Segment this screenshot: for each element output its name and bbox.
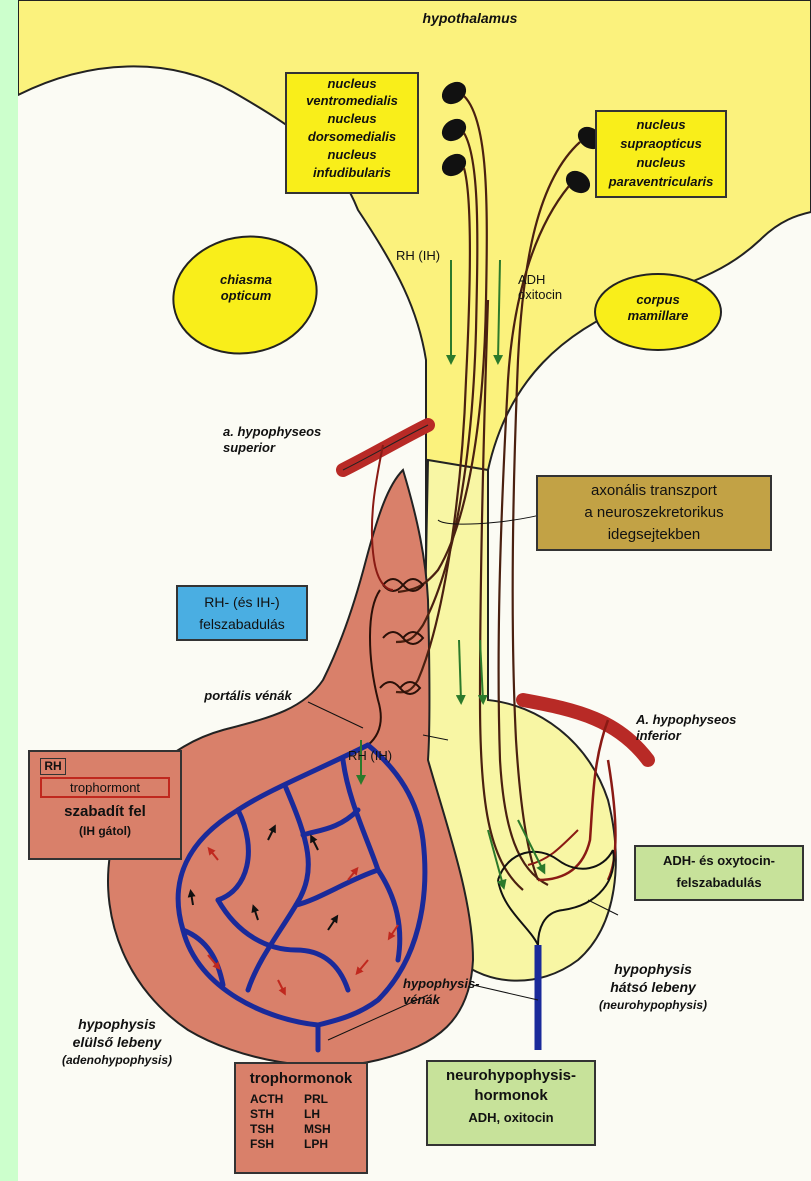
adh-release-box: ADH- és oxytocin- felszabadulás: [634, 845, 804, 901]
nucleus-label-1: nucleus: [287, 76, 417, 92]
axonal-line1: axonális transzport: [538, 480, 770, 502]
post-lobe-line2: hátsó lebeny: [610, 979, 696, 995]
axonal-line2: a neuroszekretorikus: [538, 502, 770, 524]
post-lobe-line3: (neurohypophysis): [599, 998, 707, 1012]
hormone-lh: LH: [304, 1107, 352, 1122]
axonal-line3: idegsejtekben: [538, 524, 770, 546]
ant-lobe-line1: hypophysis: [78, 1016, 156, 1032]
posterior-lobe-label: hypophysis hátsó lebeny (neurohypophysis…: [578, 960, 728, 1013]
nucleus-paraventricularis: paraventricularis: [597, 172, 725, 191]
adh-release-line2: felszabadulás: [636, 872, 802, 894]
a-inf-line1: A. hypophyseos: [636, 712, 736, 727]
rh-effect-line1: szabadít fel: [30, 802, 180, 822]
nucleus-label-5: nucleus: [597, 153, 725, 172]
hormone-lph: LPH: [304, 1137, 352, 1152]
axonal-transport-box: axonális transzport a neuroszekretorikus…: [536, 475, 772, 551]
neuro-line2: hormonok: [428, 1086, 594, 1106]
adh-line1: ADH: [518, 272, 545, 287]
nucleus-dorsomedialis: dorsomedialis: [287, 128, 417, 146]
nuclei-right-box: nucleus supraopticus nucleus paraventric…: [595, 110, 727, 198]
trophormonok-title: trophormonok: [236, 1068, 366, 1090]
rh-effect-rh: RH: [40, 758, 66, 775]
chiasma-opticum-label: chiasma opticum: [198, 272, 294, 304]
portal-veins-label: portális vénák: [183, 688, 313, 704]
rh-effect-line2: (IH gátol): [30, 822, 180, 840]
rh-release-box: RH- (és IH-) felszabadulás: [176, 585, 308, 641]
rh-release-line1: RH- (és IH-): [178, 591, 306, 613]
a-sup-line1: a. hypophyseos: [223, 424, 321, 439]
neuro-line1: neurohypophysis-: [428, 1066, 594, 1086]
corpus-mamillare-label: corpus mamillare: [608, 292, 708, 324]
adh-line2: oxitocin: [518, 287, 562, 302]
trophormonok-list: ACTH PRL STH LH TSH MSH FSH LPH: [236, 1092, 366, 1152]
corpus-line2: mamillare: [628, 308, 689, 323]
anterior-lobe-label: hypophysis elülső lebeny (adenohypophysi…: [32, 1015, 202, 1068]
nuclei-left-box: nucleus ventromedialis nucleus dorsomedi…: [285, 72, 419, 194]
superior-artery-label: a. hypophyseos superior: [223, 424, 321, 456]
hypothalamus-title: hypothalamus: [400, 10, 540, 26]
hormone-acth: ACTH: [250, 1092, 298, 1107]
nucleus-label-2: nucleus: [287, 110, 417, 128]
chiasma-line1: chiasma: [220, 272, 272, 287]
rh-ih-top-label: RH (IH): [396, 248, 440, 263]
rh-ih-lower-label: RH (IH): [348, 748, 392, 763]
ant-lobe-line3: (adenohypophysis): [62, 1053, 172, 1067]
a-inf-line2: inferior: [636, 728, 681, 743]
inferior-artery-label: A. hypophyseos inferior: [636, 712, 736, 744]
venak-line1: hypophysis-: [403, 976, 480, 991]
diagram-canvas: hypothalamus nucleus ventromedialis nucl…: [18, 0, 811, 1181]
neurohormones-box: neurohypophysis- hormonok ADH, oxitocin: [426, 1060, 596, 1146]
nucleus-ventromedialis: ventromedialis: [287, 92, 417, 110]
ant-lobe-line2: elülső lebeny: [73, 1034, 162, 1050]
corpus-line1: corpus: [636, 292, 679, 307]
post-lobe-line1: hypophysis: [614, 961, 692, 977]
adh-release-line1: ADH- és oxytocin-: [636, 850, 802, 872]
rh-effect-trophormont: trophormont: [40, 777, 170, 798]
chiasma-line2: opticum: [221, 288, 272, 303]
rh-effect-box: RH trophormont szabadít fel (IH gátol): [28, 750, 182, 860]
hormone-prl: PRL: [304, 1092, 352, 1107]
hormone-sth: STH: [250, 1107, 298, 1122]
hormone-tsh: TSH: [250, 1122, 298, 1137]
adh-oxitocin-label: ADH oxitocin: [518, 272, 562, 302]
a-sup-line2: superior: [223, 440, 275, 455]
rh-release-line2: felszabadulás: [178, 613, 306, 635]
hormone-msh: MSH: [304, 1122, 352, 1137]
nucleus-label-4: nucleus: [597, 115, 725, 134]
hypophysis-venak-label: hypophysis- vénák: [403, 976, 480, 1008]
hormone-fsh: FSH: [250, 1137, 298, 1152]
trophormonok-box: trophormonok ACTH PRL STH LH TSH MSH FSH…: [234, 1062, 368, 1174]
nucleus-label-3: nucleus: [287, 146, 417, 164]
venak-line2: vénák: [403, 992, 440, 1007]
nucleus-infudibularis: infudibularis: [287, 164, 417, 182]
nucleus-supraopticus: supraopticus: [597, 134, 725, 153]
neuro-line3: ADH, oxitocin: [428, 1106, 594, 1130]
